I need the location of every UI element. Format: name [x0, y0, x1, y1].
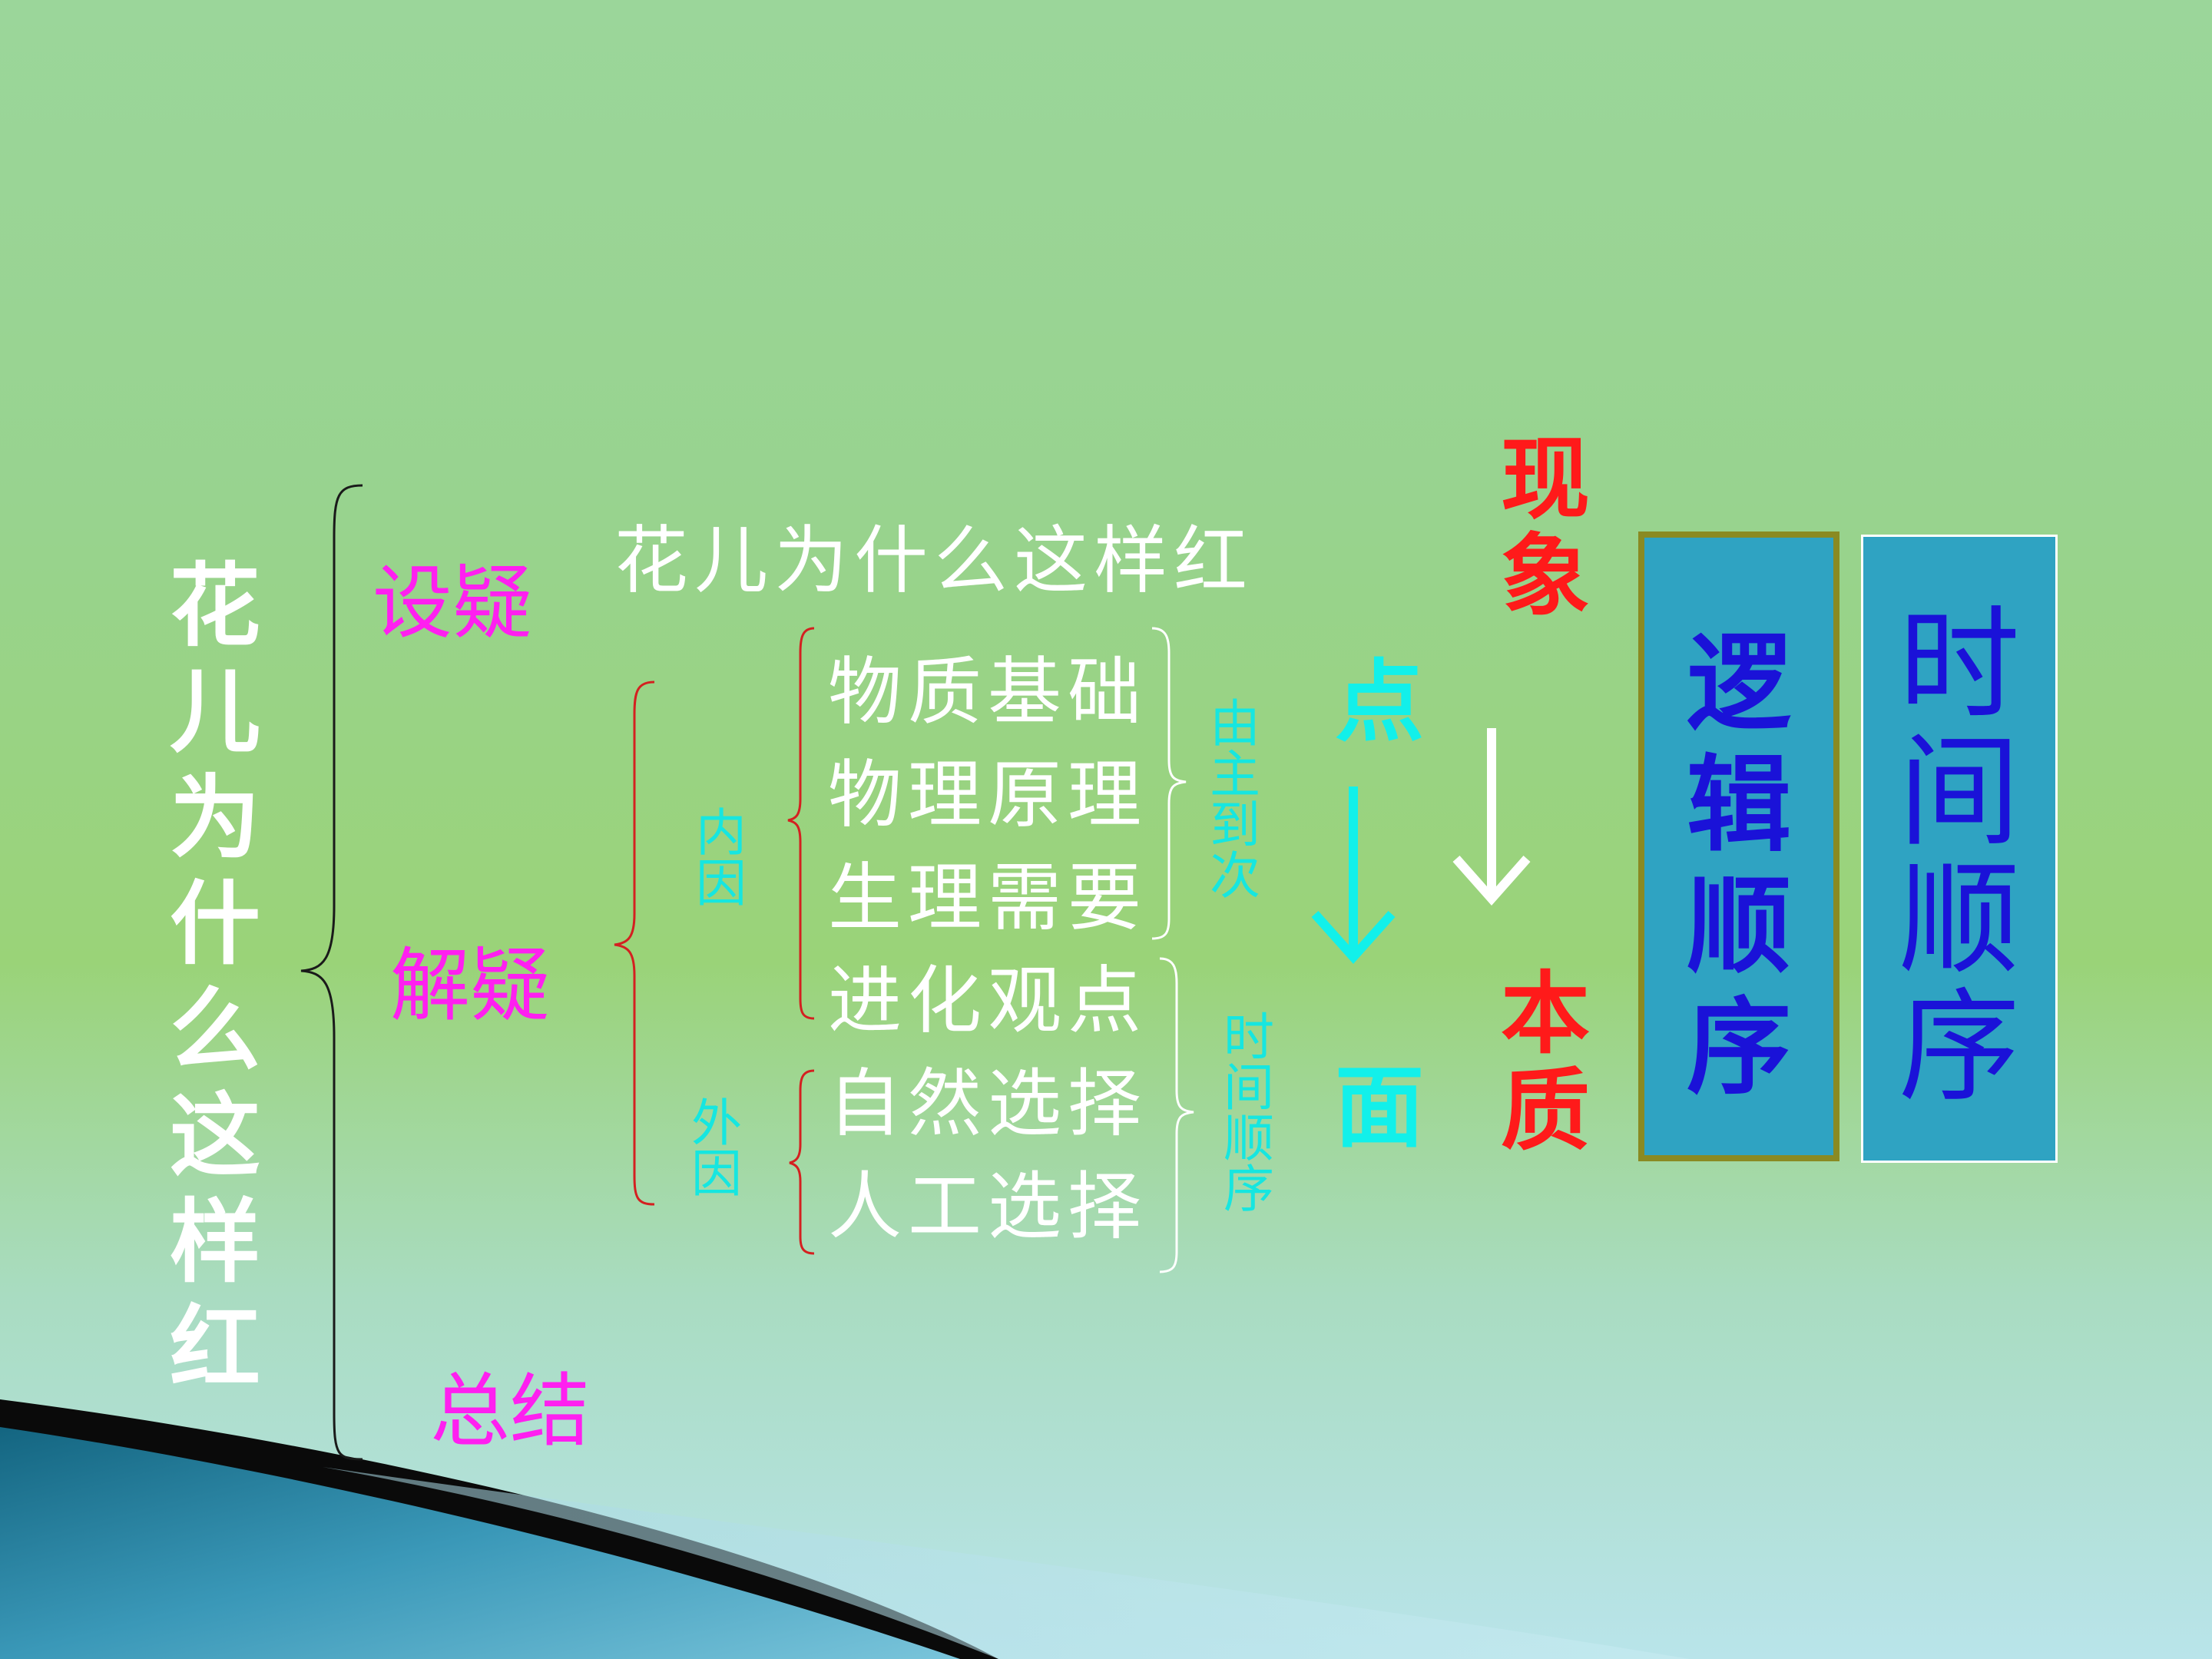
logical-order-box: 逻辑顺序: [1638, 531, 1839, 1161]
time-order-box: 时间顺序: [1861, 535, 2058, 1163]
list-item: 物质基础: [828, 649, 1147, 735]
primary-secondary-label: 由主到次: [1210, 694, 1260, 906]
essence-label: 本质: [1501, 962, 1590, 1163]
point-surface-arrow: [1311, 786, 1396, 965]
internal-brace: [787, 627, 815, 1020]
vertical-title: 花儿为什么这样红: [169, 553, 260, 1401]
logical-order-text: 逻辑顺序: [1687, 624, 1791, 1109]
topic-text: 花儿为什么这样红: [614, 518, 1253, 604]
list-item: 进化观点: [828, 958, 1147, 1044]
surface-label: 面: [1335, 1056, 1424, 1160]
time-order-text: 时间顺序: [1899, 594, 2020, 1118]
main-brace: [300, 484, 363, 1461]
resolve-brace: [614, 680, 655, 1206]
phenomenon-label: 现象: [1501, 428, 1590, 628]
time-order-label: 时间顺序: [1224, 1008, 1274, 1219]
primary-brace: [1151, 627, 1187, 940]
section-resolve: 解疑: [390, 939, 551, 1032]
phenomenon-essence-arrow: [1452, 728, 1531, 906]
list-item: 生理需要: [828, 855, 1147, 941]
time-brace: [1159, 957, 1194, 1273]
section-summary: 总结: [430, 1364, 591, 1458]
external-cause-label: 外因: [691, 1094, 742, 1204]
items-list: 物质基础 物理原理 生理需要 进化观点 自然选择 人工选择: [828, 641, 1147, 1258]
external-brace: [789, 1069, 815, 1255]
section-doubt: 设疑: [373, 556, 533, 650]
point-label: 点: [1335, 651, 1424, 754]
internal-cause-label: 内因: [696, 803, 747, 913]
list-item: 物理原理: [828, 752, 1147, 838]
list-item: 人工选择: [828, 1164, 1147, 1250]
list-item: 自然选择: [828, 1061, 1147, 1147]
